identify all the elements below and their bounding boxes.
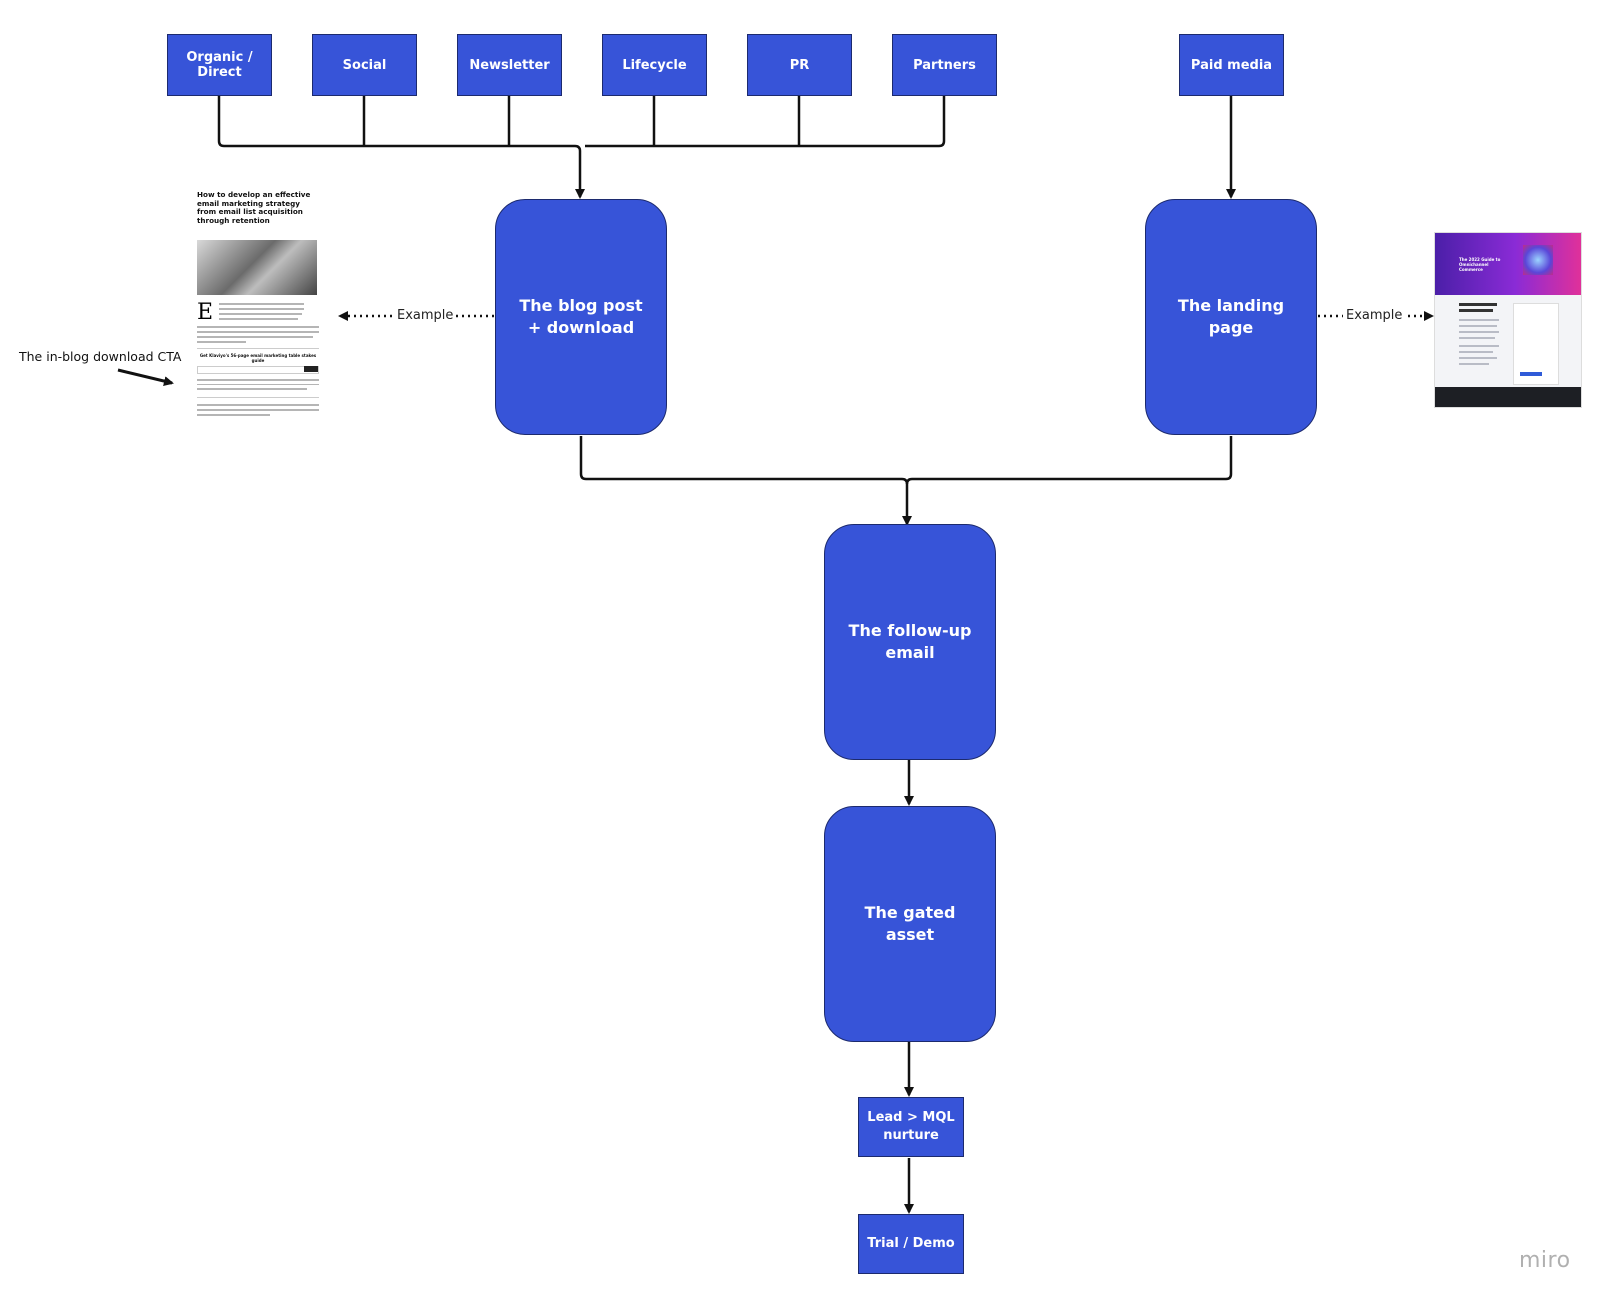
stage-follow-up-email[interactable]: The follow-up email	[824, 524, 996, 760]
blog-thumb-meta	[197, 228, 319, 232]
source-organic-direct[interactable]: Organic / Direct	[167, 34, 272, 96]
stage-landing-page[interactable]: The landing page	[1145, 199, 1317, 435]
stage-trial-demo[interactable]: Trial / Demo	[858, 1214, 964, 1274]
source-partners[interactable]: Partners	[892, 34, 997, 96]
landing-thumb-image	[1523, 245, 1553, 275]
miro-watermark: miro	[1519, 1248, 1571, 1273]
landing-thumb-form	[1513, 303, 1559, 385]
blog-thumb-photo	[197, 240, 317, 295]
stage-gated-asset[interactable]: The gated asset	[824, 806, 996, 1042]
source-paid-media[interactable]: Paid media	[1179, 34, 1284, 96]
landing-thumb-hero: The 2022 Guide to Omnichannel Commerce	[1435, 233, 1581, 295]
source-pr[interactable]: PR	[747, 34, 852, 96]
connector-sources-to-blog	[574, 144, 585, 199]
blog-thumb-cta-text: Get Klaviyo's 56-page email marketing ta…	[199, 353, 317, 363]
blog-post-thumbnail: How to develop an effective email market…	[197, 190, 319, 431]
source-lifecycle[interactable]: Lifecycle	[602, 34, 707, 96]
connector-organic	[217, 96, 575, 148]
landing-page-thumbnail: The 2022 Guide to Omnichannel Commerce	[1434, 232, 1582, 408]
connector-landing-merge	[905, 436, 1233, 485]
landing-thumb-footer	[1435, 387, 1581, 407]
edge-label-landing-example: Example	[1343, 308, 1406, 324]
edge-label-blog-example: Example	[394, 308, 457, 324]
source-newsletter[interactable]: Newsletter	[457, 34, 562, 96]
blog-thumb-cta-input	[197, 366, 319, 374]
landing-thumb-headline: The 2022 Guide to Omnichannel Commerce	[1459, 257, 1501, 272]
blog-thumb-cta: Get Klaviyo's 56-page email marketing ta…	[197, 348, 319, 398]
annotation-in-blog-cta: The in-blog download CTA	[19, 349, 182, 364]
source-social[interactable]: Social	[312, 34, 417, 96]
blog-thumb-title: How to develop an effective email market…	[197, 190, 311, 225]
cta-pointer-arrow	[117, 368, 174, 386]
connector-partners	[585, 96, 946, 148]
connector-blog-merge	[579, 436, 912, 526]
blog-thumb-dropcap: E	[197, 300, 214, 325]
stage-lead-mql-nurture[interactable]: Lead > MQL nurture	[858, 1097, 964, 1157]
stage-blog-post[interactable]: The blog post + download	[495, 199, 667, 435]
